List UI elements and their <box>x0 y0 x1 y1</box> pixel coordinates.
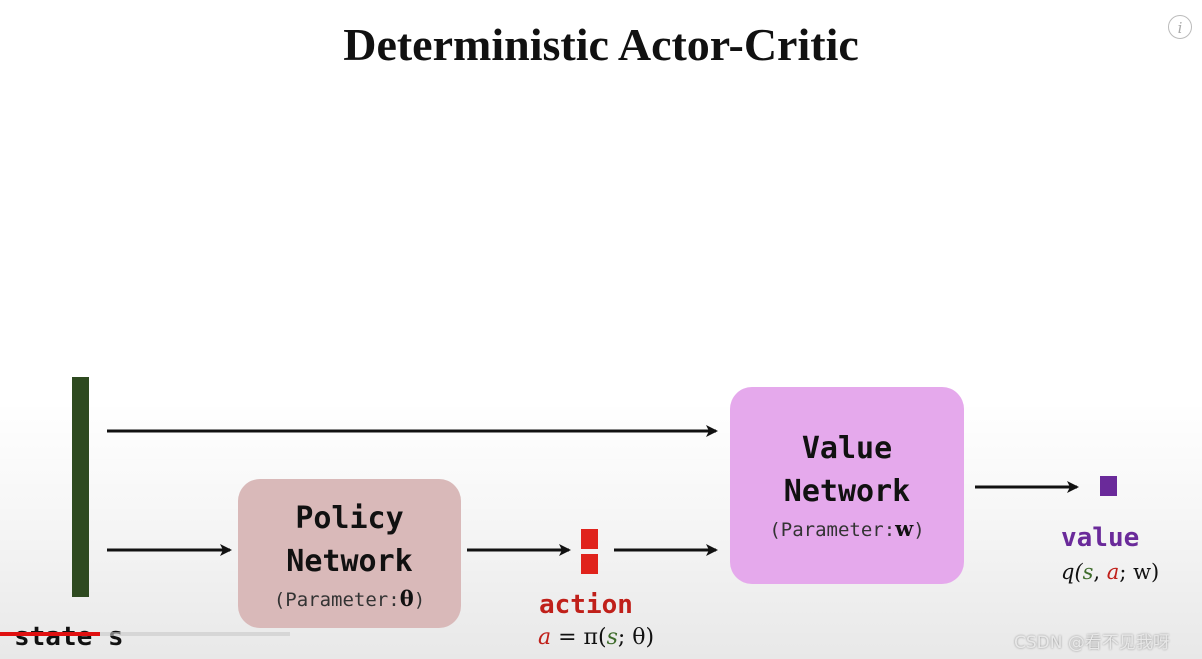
action-formula: a = π(s; θ) <box>538 625 655 650</box>
info-icon[interactable]: i <box>1168 15 1192 39</box>
action-vector-top <box>581 529 598 549</box>
action-vector-bottom <box>581 554 598 574</box>
value-formula: q(s, a; w) <box>1061 560 1160 584</box>
value-network-param: (Parameter:w) <box>769 516 925 541</box>
policy-network-param: (Parameter:θ) <box>273 586 426 611</box>
watermark: CSDN @看不见我呀 <box>1014 633 1170 653</box>
page-title: Deterministic Actor-Critic <box>343 19 859 70</box>
policy-network-line2: Network <box>286 544 413 579</box>
value-network-line1: Value <box>801 431 893 466</box>
policy-network-line1: Policy <box>295 501 404 536</box>
action-label: action <box>539 590 633 620</box>
policy-network-box: Policy Network (Parameter:θ) <box>238 479 461 628</box>
value-output-square <box>1100 476 1117 496</box>
video-progress-buffer[interactable] <box>0 632 290 636</box>
video-progress-bar[interactable] <box>0 632 100 636</box>
value-label: value <box>1061 523 1140 553</box>
value-network-box: Value Network (Parameter:w) <box>730 387 964 584</box>
state-vector <box>72 377 89 597</box>
state-label: state s <box>14 622 124 652</box>
value-network-line2: Network <box>783 474 911 509</box>
